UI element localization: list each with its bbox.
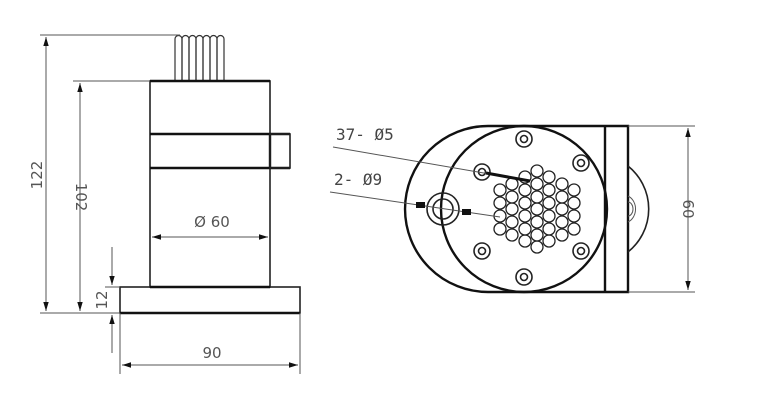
dim-overall-height: 122 bbox=[28, 34, 180, 314]
svg-text:37- Ø5: 37- Ø5 bbox=[336, 125, 394, 144]
front-view: 122 102 12 Ø 60 90 bbox=[28, 34, 301, 374]
top-view: 37- Ø5 2- Ø9 60 bbox=[329, 124, 697, 294]
outer-flange-outline bbox=[403, 124, 630, 294]
flange-base bbox=[119, 286, 301, 314]
dim-body-diameter: Ø 60 bbox=[152, 213, 268, 240]
svg-text:2- Ø9: 2- Ø9 bbox=[334, 170, 382, 189]
mount-hole bbox=[426, 192, 460, 226]
leader-mount-holes: 2- Ø9 bbox=[329, 170, 501, 218]
svg-text:102: 102 bbox=[72, 183, 90, 212]
pin-array bbox=[493, 164, 581, 254]
dim-base-thickness: 12 bbox=[93, 247, 120, 353]
inner-face-circle bbox=[439, 124, 609, 294]
svg-text:Ø 60: Ø 60 bbox=[194, 213, 230, 231]
svg-text:122: 122 bbox=[28, 161, 46, 190]
dim-base-width: 90 bbox=[119, 313, 301, 374]
svg-text:60: 60 bbox=[679, 199, 697, 218]
connector-body bbox=[149, 80, 271, 288]
leader-small-holes: 37- Ø5 bbox=[332, 125, 531, 183]
dim-body-height: 102 bbox=[72, 80, 150, 311]
svg-text:12: 12 bbox=[93, 290, 111, 309]
wire-loops bbox=[174, 34, 225, 81]
side-tab bbox=[269, 133, 291, 169]
dim-plate-height: 60 bbox=[628, 125, 697, 293]
svg-text:90: 90 bbox=[202, 344, 221, 362]
